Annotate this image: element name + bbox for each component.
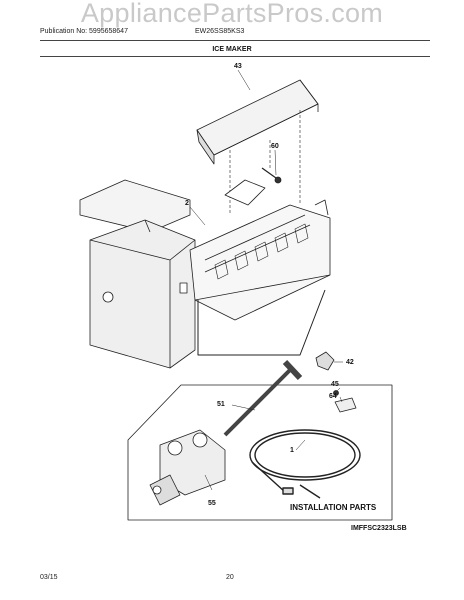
callout-42: 42 — [346, 359, 354, 366]
part-55-water-valve — [149, 429, 226, 506]
watermark: AppliancePartsPros.com — [80, 0, 384, 28]
footer-date: 03/15 — [40, 574, 58, 581]
title-rule — [40, 56, 430, 57]
part-51-fill-tube — [223, 368, 292, 437]
callout-60: 60 — [271, 143, 279, 150]
publication-number: Publication No: 5995658647 — [40, 28, 128, 35]
installation-box — [127, 384, 393, 521]
part-1-water-line — [249, 429, 361, 499]
model-number: EW26SS85KS3 — [195, 28, 245, 35]
part-2-ice-maker — [79, 179, 331, 369]
figure-code: IMFFSC2323LSB — [351, 525, 407, 532]
part-64-clamp — [334, 397, 357, 413]
callout-1: 1 — [290, 447, 294, 454]
callout-51: 51 — [217, 401, 225, 408]
page-title: ICE MAKER — [212, 46, 252, 53]
callout-55: 55 — [208, 500, 216, 507]
part-42-clip — [315, 351, 335, 371]
part-60-screw — [261, 167, 282, 184]
part-45-screw — [333, 390, 339, 396]
installation-parts-label: INSTALLATION PARTS — [290, 503, 377, 512]
callout-2: 2 — [185, 200, 189, 207]
callout-43: 43 — [234, 63, 242, 70]
page-number: 20 — [226, 574, 234, 581]
part-43-cover — [196, 79, 319, 165]
callout-64: 64 — [329, 393, 337, 400]
header-rule — [40, 40, 430, 41]
callout-45: 45 — [331, 381, 339, 388]
